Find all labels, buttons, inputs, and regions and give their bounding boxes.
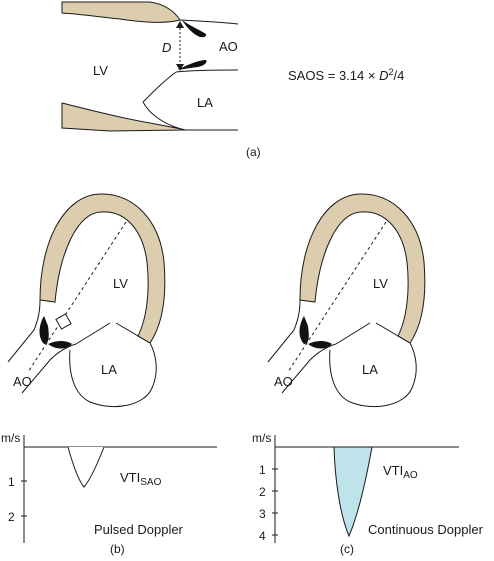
label-lv-a: LV bbox=[93, 63, 108, 78]
mitral-line-right-b bbox=[115, 322, 151, 344]
formula-var: D bbox=[379, 68, 388, 83]
formula-exp: 2 bbox=[388, 67, 393, 77]
aortic-leaflet-b1 bbox=[39, 316, 49, 344]
caption-b: (b) bbox=[110, 542, 125, 556]
tick-label-b-1: 1 bbox=[8, 475, 15, 489]
vti-sao-label: VTISAO bbox=[120, 470, 162, 488]
vti-sao-main: VTI bbox=[120, 470, 140, 485]
mode-continuous: Continuous Doppler bbox=[368, 522, 484, 537]
label-lv-b: LV bbox=[113, 276, 128, 291]
label-la-a: LA bbox=[197, 95, 213, 110]
left-atrium-c bbox=[329, 342, 417, 408]
label-la-b: LA bbox=[101, 362, 117, 377]
tick-label-c-2: 2 bbox=[259, 485, 266, 499]
label-ao-c: AO bbox=[274, 374, 293, 389]
tick-label-c-3: 3 bbox=[259, 507, 266, 521]
label-d: D bbox=[162, 40, 171, 55]
formula-suffix: /4 bbox=[393, 68, 404, 83]
vti-sao-sub: SAO bbox=[140, 477, 161, 488]
sample-volume-box bbox=[55, 313, 72, 330]
tick-label-b-2: 2 bbox=[8, 510, 15, 524]
formula: SAOS = 3.14 × D2/4 bbox=[288, 67, 404, 83]
vti-ao-main: VTI bbox=[383, 463, 403, 478]
aortic-leaflet-b2 bbox=[48, 341, 72, 349]
upper-wall bbox=[61, 1, 181, 23]
caption-c: (c) bbox=[340, 542, 354, 556]
left-atrium-b bbox=[69, 342, 157, 408]
septum-b bbox=[7, 299, 41, 363]
mitral-line-right-c bbox=[375, 322, 411, 344]
mitral-line-left-c bbox=[335, 322, 371, 345]
label-ao-b: AO bbox=[13, 374, 32, 389]
lower-wall bbox=[61, 102, 186, 132]
septum-c bbox=[267, 299, 301, 363]
aorta-upper-wall bbox=[179, 19, 239, 25]
aortic-leaflet-lower bbox=[178, 60, 207, 70]
tick-label-c-1: 1 bbox=[259, 463, 266, 477]
axis-unit-b: m/s bbox=[1, 431, 20, 445]
caption-a: (a) bbox=[246, 145, 261, 159]
d-arrow-down bbox=[176, 64, 184, 71]
label-la-c: LA bbox=[362, 362, 378, 377]
mode-pulsed: Pulsed Doppler bbox=[94, 522, 184, 537]
aortic-leaflet-c1 bbox=[299, 316, 309, 344]
lv-wall-c bbox=[299, 193, 426, 344]
vti-ao-label: VTIAO bbox=[383, 463, 418, 481]
panel-c: LV LA AO m/s 1 2 3 4 VTIAO Continuous Do… bbox=[252, 193, 484, 556]
lv-wall-b bbox=[39, 193, 166, 344]
left-atrium-outline bbox=[142, 71, 238, 131]
d-arrow-up bbox=[176, 21, 184, 28]
continuous-doppler-envelope bbox=[333, 446, 373, 538]
formula-prefix: SAOS = 3.14 × bbox=[288, 68, 379, 83]
label-lv-c: LV bbox=[373, 276, 388, 291]
aortic-leaflet-upper bbox=[182, 20, 207, 38]
tick-label-c-4: 4 bbox=[259, 529, 266, 543]
vti-ao-sub: AO bbox=[403, 470, 418, 481]
aortic-leaflet-c2 bbox=[308, 341, 332, 349]
panel-b: LV LA AO m/s 1 2 VTISAO Pulsed Doppler (… bbox=[1, 193, 217, 556]
aorta-lower-wall bbox=[175, 69, 239, 73]
aorta-wall-b bbox=[21, 343, 77, 394]
aorta-wall-c bbox=[281, 343, 337, 394]
pulsed-doppler-envelope bbox=[67, 446, 105, 488]
mitral-line-left-b bbox=[75, 322, 111, 345]
panel-a: LV AO LA D SAOS = 3.14 × D2/4 (a) bbox=[61, 1, 404, 159]
label-ao-a: AO bbox=[219, 39, 238, 54]
axis-unit-c: m/s bbox=[252, 431, 271, 445]
